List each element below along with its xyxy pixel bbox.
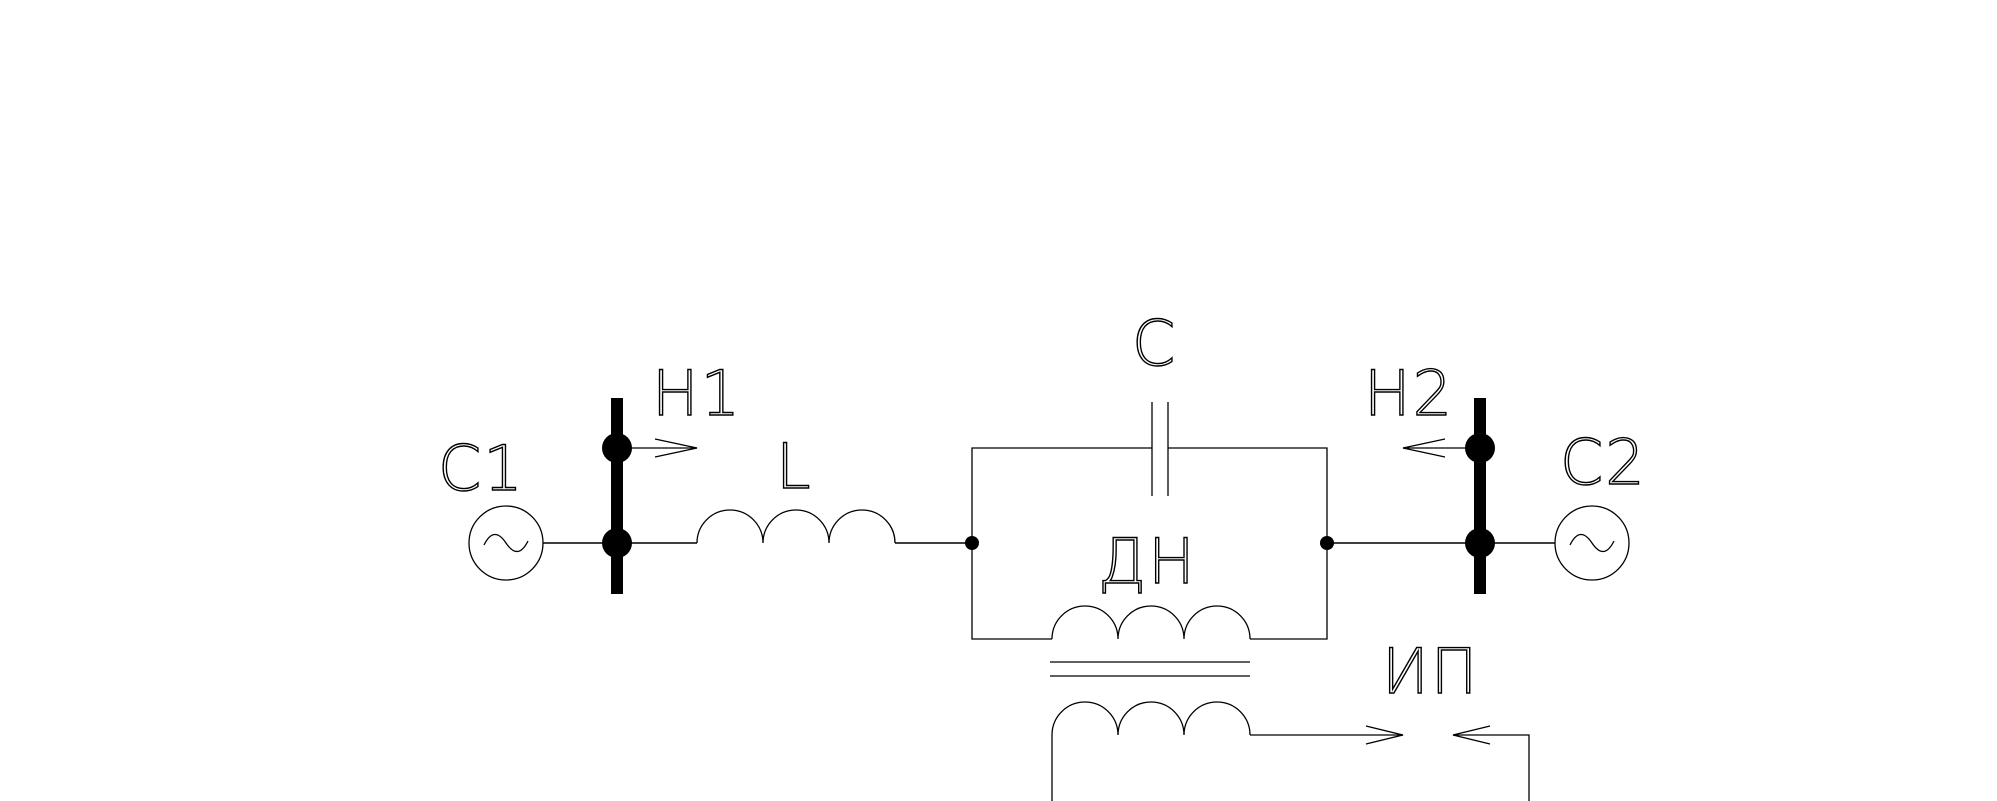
source-left-label: C1	[438, 432, 525, 505]
capacitor-label: C	[1132, 307, 1177, 380]
arrow-icon	[1452, 725, 1530, 801]
sine-wave-icon	[483, 533, 529, 553]
ac-source-right	[1554, 505, 1630, 581]
parallel-branch-frame	[971, 447, 1152, 640]
arrow-icon	[1402, 438, 1467, 458]
source-right-label: C2	[1560, 426, 1647, 499]
transformer-label: ДН	[1098, 525, 1197, 598]
bus-left-label: H1	[652, 357, 742, 430]
inductor-label: L	[776, 430, 813, 503]
sine-wave-icon	[1569, 533, 1615, 553]
transformer-icon	[1050, 605, 1251, 801]
inductor-icon	[696, 509, 896, 544]
arrow-icon	[1250, 725, 1404, 745]
node-dot-icon	[602, 433, 632, 463]
bus-right-label: H2	[1364, 357, 1454, 430]
node-dot-icon	[1465, 433, 1495, 463]
arrow-icon	[630, 438, 698, 458]
meter-label: ИП	[1382, 635, 1479, 708]
ac-source-icon	[1554, 505, 1630, 581]
capacitor-icon	[1151, 402, 1169, 496]
ac-source-left	[468, 505, 544, 581]
